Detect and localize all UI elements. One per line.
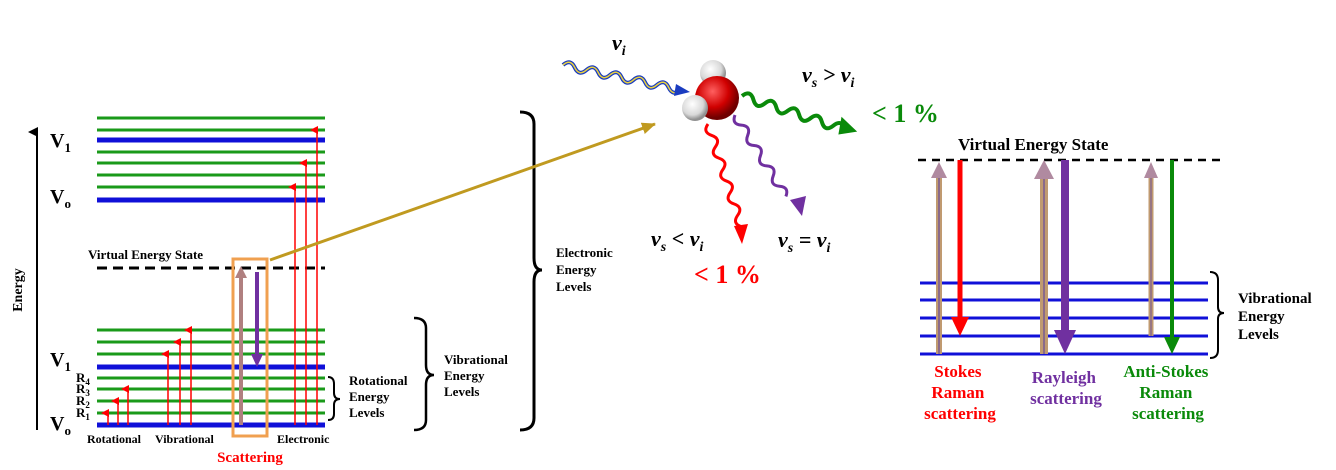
- scattering-box: [231, 257, 269, 438]
- anti-stokes-wave: [740, 91, 847, 131]
- green-percent-label: < 1 %: [872, 99, 939, 128]
- vibrational-bracket: [413, 316, 435, 432]
- lower-electronic-levels: [97, 328, 325, 428]
- label-r1: R1: [76, 405, 90, 422]
- bottom-label-rotational: Rotational: [87, 432, 142, 446]
- label-r4: R4: [76, 370, 90, 387]
- label-v0-upper: Vo: [50, 186, 71, 211]
- electronic-transitions: [288, 126, 318, 425]
- label-v1-upper: V1: [50, 130, 71, 155]
- red-percent-label: < 1 %: [694, 260, 761, 289]
- nus-less-label: νs < νi: [651, 226, 704, 255]
- bottom-label-vibrational: Vibrational: [155, 432, 215, 446]
- label-v1-lower: V1: [50, 349, 71, 374]
- nus-equal-label: νs = νi: [778, 227, 831, 256]
- electronic-bracket: [519, 110, 543, 432]
- right-vibrational-bracket: [1209, 271, 1225, 359]
- label-r2: R2: [76, 393, 90, 410]
- vibrational-levels-label: Vibrational Energy Levels: [444, 352, 511, 399]
- nu-i-label: νi: [612, 30, 626, 59]
- hydrogen-atom-bottom: [682, 95, 708, 121]
- rotational-bracket: [327, 376, 341, 421]
- stokes-label: Stokes Raman scattering: [924, 362, 996, 423]
- left-energy-diagram: Energy V1 Vo Virtual Energy State: [11, 110, 616, 466]
- label-r3: R3: [76, 381, 90, 398]
- right-energy-diagram: Virtual Energy State Vibrational: [918, 135, 1315, 423]
- vibrational-transitions: [161, 326, 192, 425]
- right-virtual-state-label: Virtual Energy State: [958, 135, 1109, 154]
- upper-electronic-levels: [97, 116, 325, 203]
- bottom-label-electronic: Electronic: [277, 432, 330, 446]
- molecule-scattering: νi νs > νi < 1 % νs < νi < 1 % νs = νi: [561, 30, 939, 289]
- left-virtual-state-label: Virtual Energy State: [88, 247, 203, 262]
- rayleigh-label: Rayleigh scattering: [1030, 368, 1102, 408]
- right-vibrational-levels-label: Vibrational Energy Levels: [1238, 291, 1315, 343]
- electronic-levels-label: Electronic Energy Levels: [556, 245, 616, 294]
- rotational-levels-label: Rotational Energy Levels: [349, 373, 411, 420]
- nus-greater-label: νs > νi: [802, 62, 855, 91]
- energy-axis-label: Energy: [11, 268, 26, 312]
- scattering-label: Scattering: [217, 450, 283, 466]
- rayleigh-wave: [732, 114, 789, 197]
- label-v0-lower: Vo: [50, 413, 71, 438]
- anti-stokes-label: Anti-Stokes Raman scattering: [1123, 362, 1212, 423]
- stokes-wave: [704, 123, 742, 229]
- zoom-connector-arrow: [269, 122, 656, 262]
- rotational-transitions: [101, 385, 129, 425]
